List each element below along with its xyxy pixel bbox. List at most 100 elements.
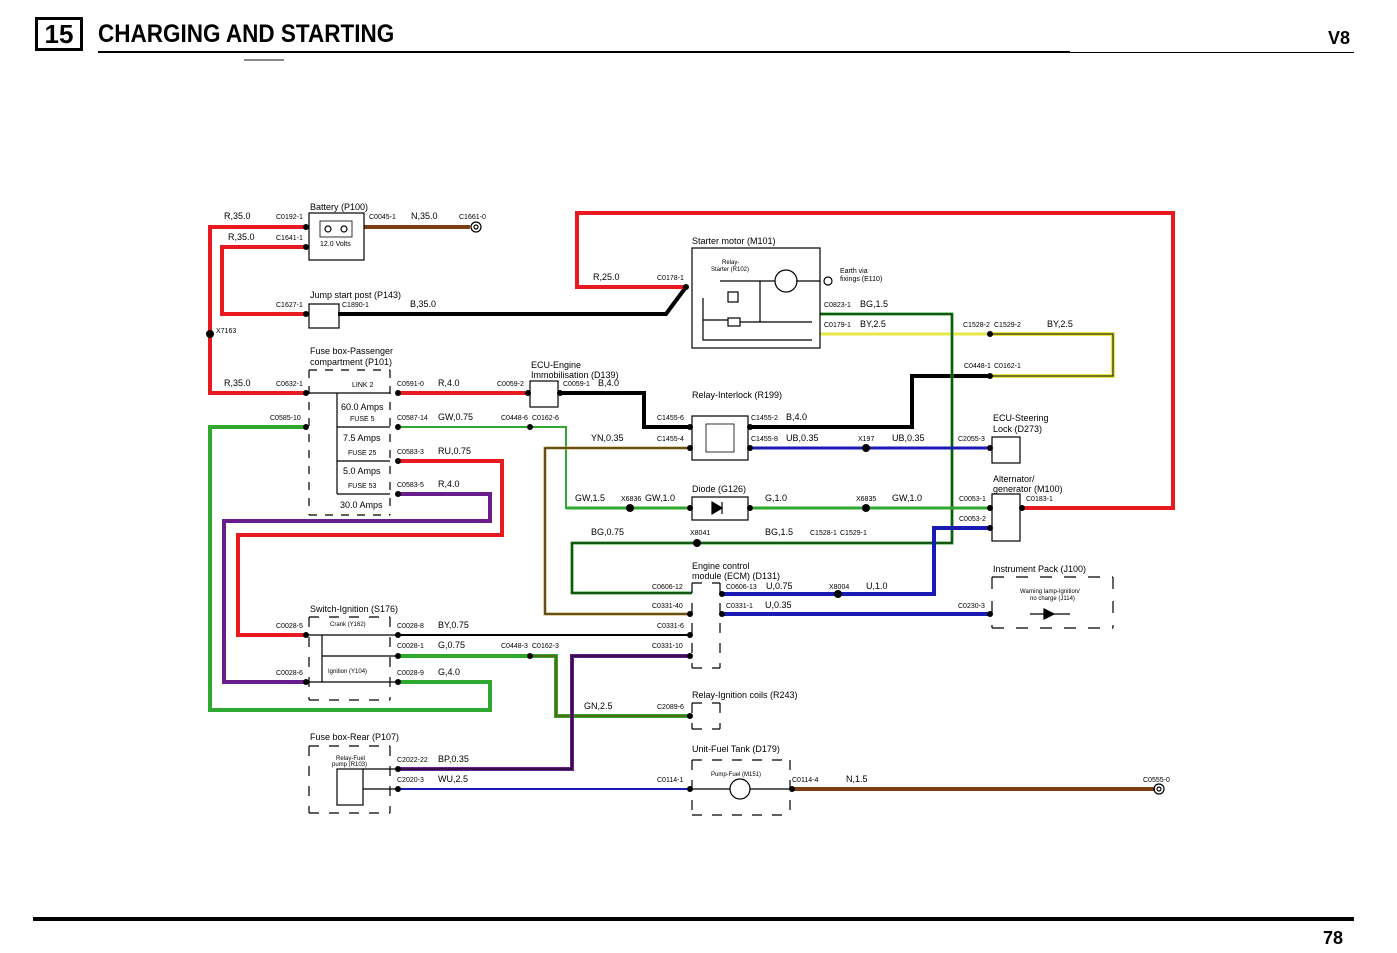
wire-label-u10: U,1.0 bbox=[866, 581, 888, 591]
splice-x6835 bbox=[862, 504, 870, 512]
wire-label-r25: R,25.0 bbox=[593, 272, 620, 282]
alternator-box bbox=[991, 493, 1021, 542]
wire-label-n15: N,1.5 bbox=[846, 774, 868, 784]
conn-c0606-13: C0606-13 bbox=[726, 584, 757, 591]
conn-c1455-8: C1455-8 bbox=[751, 436, 778, 443]
wire-label-r35-a: R,35.0 bbox=[224, 211, 251, 221]
wire-label-ru075: RU,0.75 bbox=[438, 446, 471, 456]
label-ecm-2: module (ECM) (D131) bbox=[692, 571, 780, 581]
conn-c0585-10: C0585-10 bbox=[270, 415, 301, 422]
battery-earth-icon bbox=[470, 221, 482, 233]
wire-label-g10: G,1.0 bbox=[765, 493, 787, 503]
wire-label-g075: G,0.75 bbox=[438, 640, 465, 650]
wire-g40-loop bbox=[208, 425, 492, 712]
wire-b40-a bbox=[558, 391, 692, 429]
conn-c0555-0: C0555-0 bbox=[1143, 777, 1170, 784]
wires bbox=[208, 211, 1175, 791]
conn-x6835: X6835 bbox=[856, 496, 876, 503]
instrument-pack-frame bbox=[991, 576, 1114, 629]
label-warning-lamp-1: Warning lamp-Ignition/ bbox=[1020, 589, 1080, 595]
label-fusebox-pass-1: Fuse box-Passenger bbox=[310, 346, 393, 356]
label-fusebox-pass-2: compartment (P101) bbox=[310, 357, 392, 367]
conn-c1529-2: C1529-2 bbox=[994, 322, 1021, 329]
footer-rule bbox=[33, 917, 1354, 921]
conn-c0192-1: C0192-1 bbox=[276, 214, 303, 221]
wire-g075 bbox=[396, 654, 692, 718]
conn-c1528-1: C1528-1 bbox=[810, 530, 837, 537]
conn-x7163: X7163 bbox=[216, 328, 236, 335]
wire-label-bg15-b: BG,1.5 bbox=[765, 527, 793, 537]
wire-bg15-core bbox=[571, 313, 953, 594]
label-relay-starter-2: Starter (R102) bbox=[711, 267, 749, 273]
conn-c0632-1: C0632-1 bbox=[276, 381, 303, 388]
conn-c2022-22: C2022-22 bbox=[397, 757, 428, 764]
splices bbox=[206, 224, 1025, 792]
conn-c0162-3: C0162-3 bbox=[532, 643, 559, 650]
conn-x8041: X8041 bbox=[690, 530, 710, 537]
wire-label-gn25: GN,2.5 bbox=[584, 701, 613, 711]
conn-c0606-12: C0606-12 bbox=[652, 584, 683, 591]
conn-c0230-3: C0230-3 bbox=[958, 603, 985, 610]
conn-c0583-3: C0583-3 bbox=[397, 449, 424, 456]
wire-g075-core bbox=[530, 655, 692, 717]
wire-b35 bbox=[338, 285, 688, 316]
conn-c0059-1: C0059-1 bbox=[563, 381, 590, 388]
conn-x6836: X6836 bbox=[621, 496, 641, 503]
wire-b40-b bbox=[748, 374, 992, 429]
wire-label-u035: U,0.35 bbox=[765, 600, 792, 610]
header-stub bbox=[244, 59, 284, 61]
engine-variant: V8 bbox=[1327, 28, 1350, 48]
label-alternator-1: Alternator/ bbox=[993, 474, 1035, 484]
page-number: 78 bbox=[1322, 928, 1343, 948]
relay-ign-coils-frame bbox=[691, 702, 721, 730]
wire-label-by25-b: BY,2.5 bbox=[1047, 319, 1073, 329]
wire-label-ub035-a: UB,0.35 bbox=[786, 433, 819, 443]
conn-c0331-6: C0331-6 bbox=[657, 623, 684, 630]
conn-c0448-3: C0448-3 bbox=[501, 643, 528, 650]
fusebox-passenger-frame bbox=[308, 369, 391, 516]
label-relay-fuel-1: Relay-Fuel bbox=[336, 756, 365, 762]
starter-motor-icon bbox=[774, 269, 798, 293]
conn-c0028-1: C0028-1 bbox=[397, 643, 424, 650]
section-number: 15 bbox=[35, 17, 83, 51]
conn-c0823-1: C0823-1 bbox=[824, 302, 851, 309]
conn-c2089-6: C2089-6 bbox=[657, 704, 684, 711]
earth-icon bbox=[823, 276, 833, 286]
label-starter-motor: Starter motor (M101) bbox=[692, 236, 776, 246]
fusebox-rear-frame bbox=[308, 745, 391, 814]
conn-c1455-6: C1455-6 bbox=[657, 415, 684, 422]
diode-icon bbox=[711, 500, 724, 516]
label-fuse53: FUSE 53 bbox=[348, 483, 377, 490]
wire-r35-jump bbox=[220, 245, 308, 316]
conn-c0448-1: C0448-1 bbox=[964, 363, 991, 370]
wire-label-by25-a: BY,2.5 bbox=[860, 319, 886, 329]
conn-c0162-1: C0162-1 bbox=[994, 363, 1021, 370]
ecu-steering-box bbox=[991, 436, 1021, 464]
conn-c0053-2: C0053-2 bbox=[959, 516, 986, 523]
starter-motor-box bbox=[691, 247, 821, 349]
label-amps-5: 5.0 Amps bbox=[343, 466, 381, 476]
conn-x8004: X8004 bbox=[829, 584, 849, 591]
label-amps-30: 30.0 Amps bbox=[340, 500, 383, 510]
label-relay-fuel-2: pump (R103) bbox=[332, 762, 367, 768]
wire-label-b40-b: B,4.0 bbox=[786, 412, 807, 422]
label-instrument-pack: Instrument Pack (J100) bbox=[993, 564, 1086, 574]
wire-bg15 bbox=[570, 312, 954, 595]
wire-bp035-core bbox=[396, 655, 692, 770]
conn-c0045-1: C0045-1 bbox=[369, 214, 396, 221]
conn-c0162-6: C0162-6 bbox=[532, 415, 559, 422]
label-ecu-steering-2: Lock (D273) bbox=[993, 424, 1042, 434]
label-relay-ign-coils: Relay-Ignition coils (R243) bbox=[692, 690, 798, 700]
conn-c0179-1: C0179-1 bbox=[824, 322, 851, 329]
wire-label-by075: BY,0.75 bbox=[438, 620, 469, 630]
wire-label-g40: G,4.0 bbox=[438, 667, 460, 677]
conn-c0587-14: C0587-14 bbox=[397, 415, 428, 422]
label-link2: LINK 2 bbox=[352, 382, 374, 389]
wire-label-b35: B,35.0 bbox=[410, 299, 436, 309]
label-fuel-tank: Unit-Fuel Tank (D179) bbox=[692, 744, 780, 754]
splice-x7163 bbox=[206, 330, 214, 338]
conn-c0331-1: C0331-1 bbox=[726, 603, 753, 610]
earth-terminal-icon bbox=[1153, 783, 1165, 795]
connector-labels: C0192-1 C0045-1 C1661-0 C1641-1 C1627-1 … bbox=[216, 214, 1170, 784]
wire-label-gw15: GW,1.5 bbox=[575, 493, 605, 503]
